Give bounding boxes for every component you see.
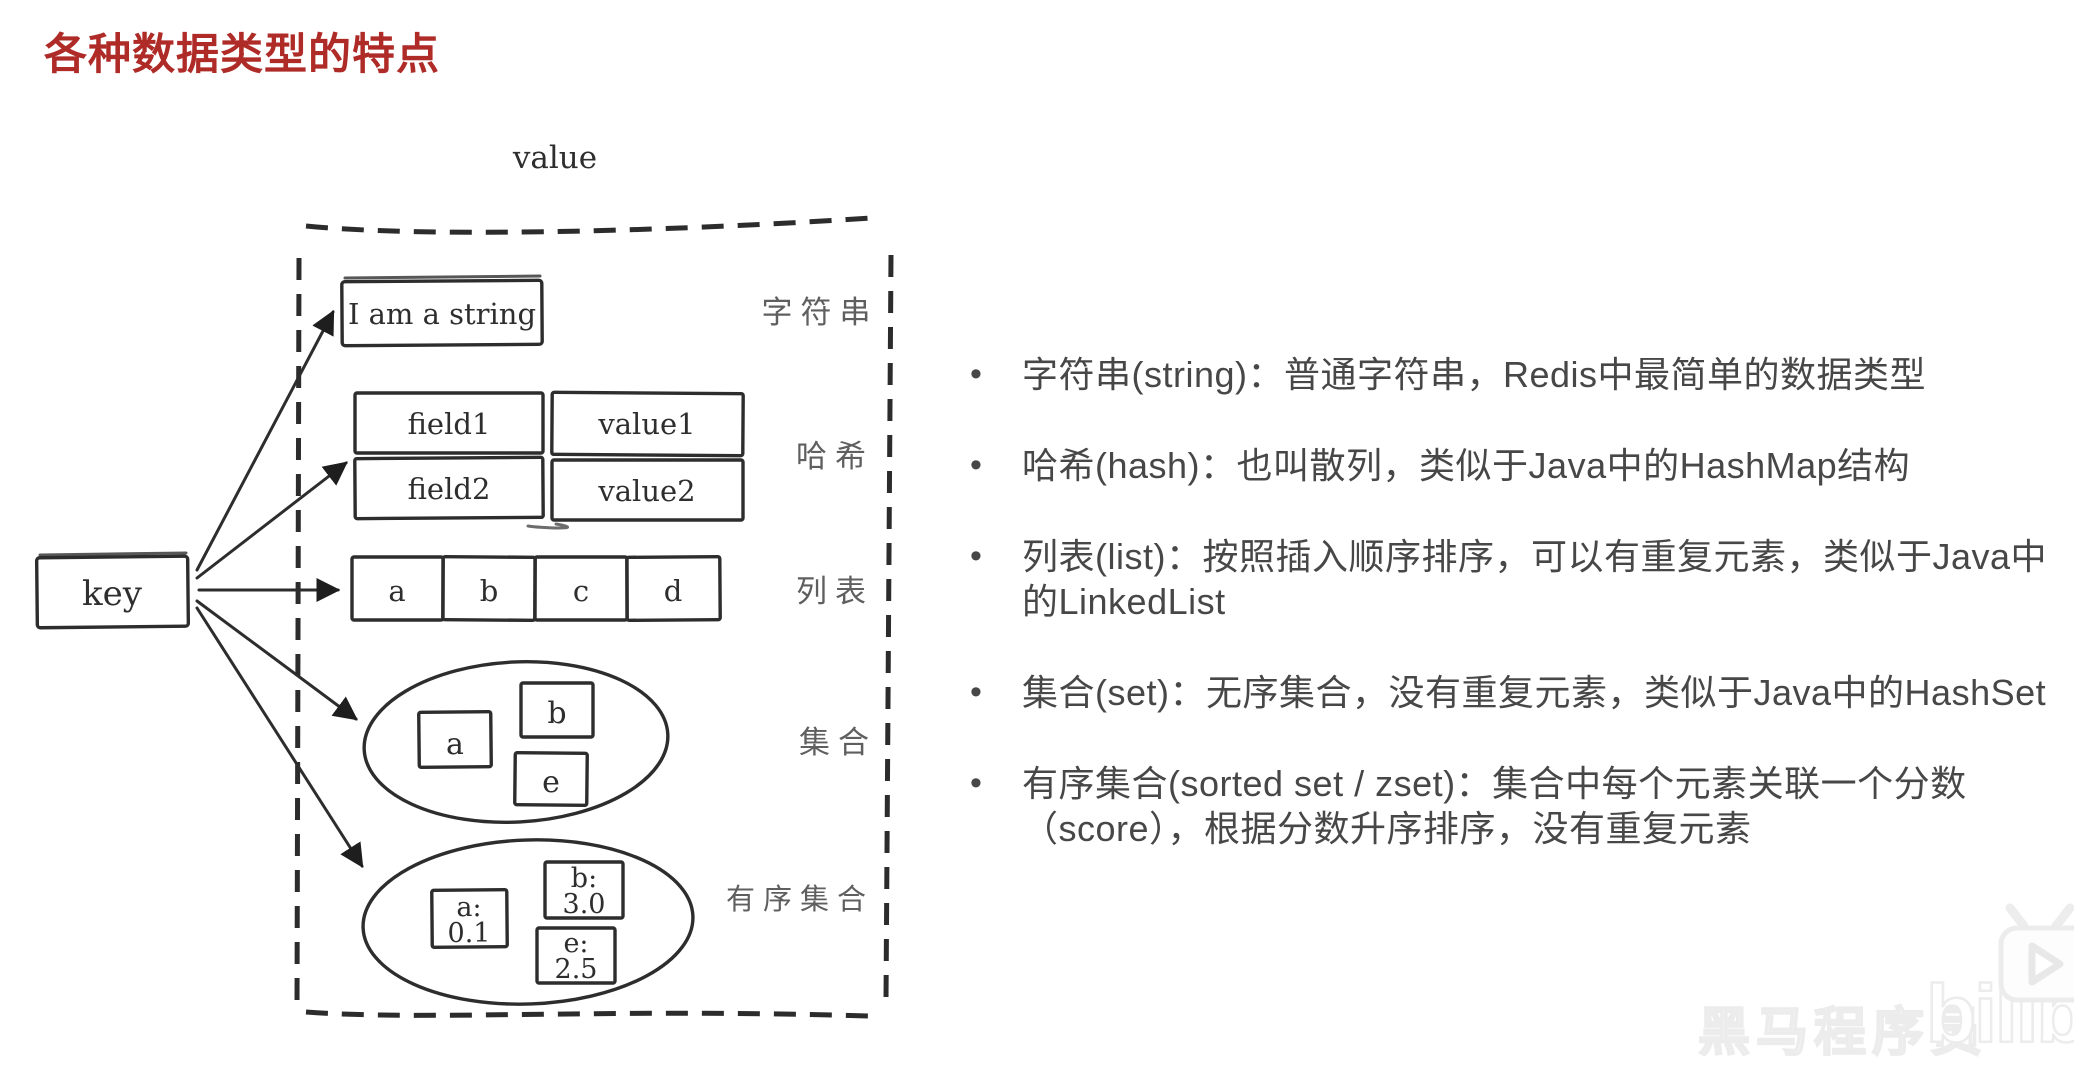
hash-field-1: field1	[408, 407, 491, 441]
zset-score-a: 0.1	[448, 918, 491, 949]
bullet-item-hash: • 哈希(hash)：也叫散列，类似于Java中的HashMap结构	[958, 443, 2074, 488]
play-icon	[2028, 942, 2064, 986]
string-type-label: 字符串	[762, 295, 879, 331]
zset-ellipse: a: 0.1 b: 3.0 e: 2.5	[361, 838, 695, 1006]
value-container-border	[294, 215, 894, 1019]
bullet-item-set: • 集合(set)：无序集合，没有重复元素，类似于Java中的HashSet	[958, 670, 2074, 715]
zset-member-e: e:	[563, 928, 588, 959]
bullet-line: 有序集合(sorted set / zset)：集合中每个元素关联一个分数	[1022, 763, 1967, 804]
arrow-key-to-set	[195, 599, 358, 721]
hash-field-2: field2	[408, 472, 491, 506]
bullet-line: （score），根据分数升序排序，没有重复元素	[1022, 808, 1752, 849]
bullet-dot: •	[970, 764, 982, 802]
list-type-label: 列表	[796, 574, 874, 610]
bullet-dot: •	[970, 673, 982, 711]
list-item-d: d	[664, 574, 683, 608]
hash-value-2: value2	[597, 474, 695, 508]
set-item-e: e	[542, 765, 560, 800]
arrow-key-to-zset	[195, 606, 364, 869]
hash-type-label: 哈希	[796, 439, 874, 475]
bullet-line: 列表(list)：按照插入顺序排序，可以有重复元素，类似于Java中	[1022, 536, 2048, 577]
set-type-label: 集合	[799, 725, 877, 761]
set-ellipse: a b e	[362, 660, 670, 824]
bullet-dot: •	[970, 537, 982, 575]
key-arrows	[195, 309, 364, 869]
list-row: a b c d	[350, 554, 722, 623]
arrow-key-to-string	[195, 309, 335, 572]
zset-member-b: b:	[571, 863, 597, 894]
page-title: 各种数据类型的特点	[44, 31, 440, 79]
hash-value-1: value1	[597, 407, 695, 441]
tv-antenna-icon	[2005, 903, 2074, 931]
zset-type-label: 有序集合	[726, 882, 874, 916]
bullet-item-zset: • 有序集合(sorted set / zset)：集合中每个元素关联一个分数 …	[958, 761, 2074, 851]
list-item-b: b	[480, 574, 499, 608]
bullet-line: 字符串(string)：普通字符串，Redis中最简单的数据类型	[1022, 354, 1927, 395]
string-box-text: I am a string	[348, 297, 536, 331]
zset-score-e: 2.5	[555, 954, 598, 985]
list-item-a: a	[388, 574, 405, 608]
bullet-line: 哈希(hash)：也叫散列，类似于Java中的HashMap结构	[1022, 445, 1911, 486]
bullet-line: 的LinkedList	[1022, 581, 1226, 622]
zset-member-a: a:	[456, 892, 481, 923]
set-item-b: b	[547, 696, 566, 731]
bullet-item-string: • 字符串(string)：普通字符串，Redis中最简单的数据类型	[958, 352, 2074, 397]
list-item-c: c	[573, 574, 589, 608]
bullet-list: • 字符串(string)：普通字符串，Redis中最简单的数据类型 • 哈希(…	[958, 352, 2074, 897]
zset-score-b: 3.0	[563, 889, 606, 920]
key-label: key	[82, 574, 143, 614]
bullet-dot: •	[970, 446, 982, 484]
set-item-a: a	[446, 727, 464, 762]
bullet-line: 集合(set)：无序集合，没有重复元素，类似于Java中的HashSet	[1022, 672, 2047, 713]
string-box: I am a string	[340, 274, 544, 348]
redis-data-types-diagram: value key I am a string 字符串 field1 value…	[34, 140, 894, 1019]
key-box: key	[34, 551, 191, 630]
value-label: value	[512, 140, 597, 176]
bilibili-tv-icon	[1998, 903, 2074, 1003]
hash-table: field1 value1 field2 value2	[353, 390, 745, 530]
arrow-key-to-hash	[195, 461, 348, 580]
bullet-dot: •	[970, 355, 982, 393]
bullet-item-list: • 列表(list)：按照插入顺序排序，可以有重复元素，类似于Java中 的Li…	[958, 534, 2074, 624]
